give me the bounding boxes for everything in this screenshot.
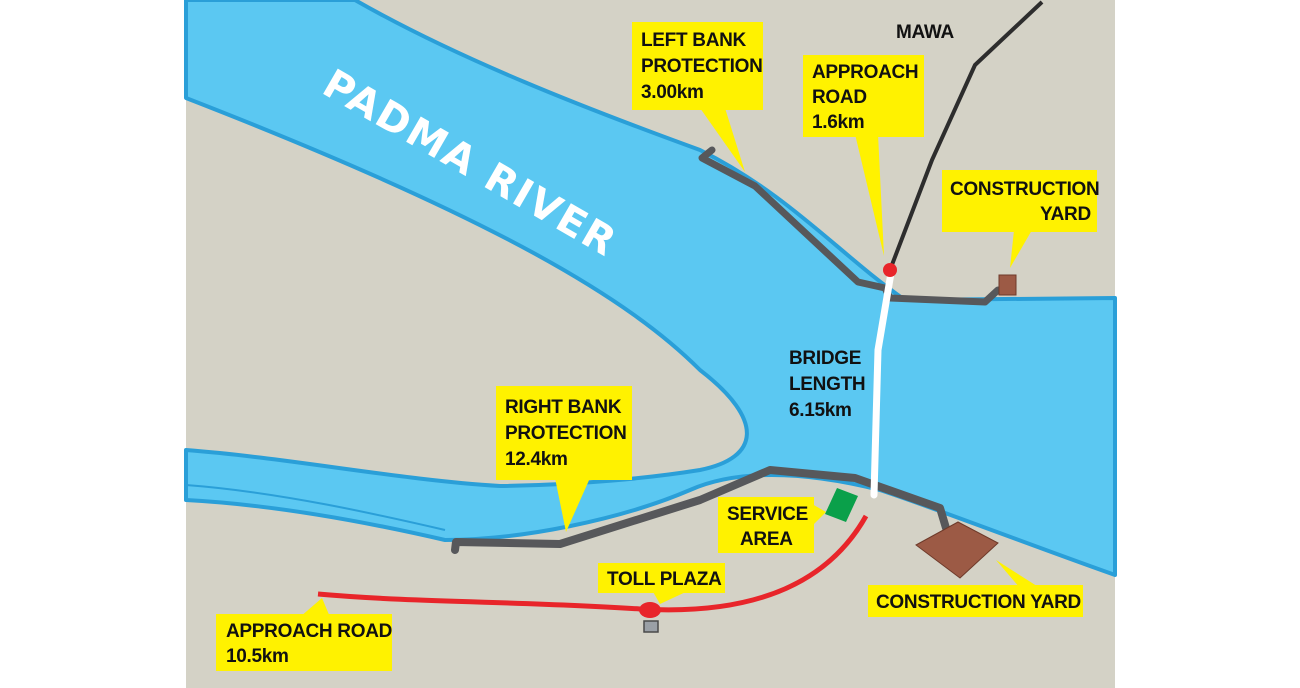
river-channel-highlight <box>185 484 446 531</box>
service-area-block <box>825 488 858 522</box>
callout-left-bank-protection: LEFT BANK PROTECTION 3.00km <box>632 22 763 172</box>
padma-river <box>184 0 1117 577</box>
svg-text:PROTECTION: PROTECTION <box>641 56 763 77</box>
svg-text:1.6km: 1.6km <box>812 112 864 133</box>
svg-text:APPROACH ROAD: APPROACH ROAD <box>226 621 392 642</box>
svg-text:6.15km: 6.15km <box>789 400 852 421</box>
mawa-road <box>888 0 1044 271</box>
callout-construction-yard-south: CONSTRUCTION YARD <box>868 560 1083 617</box>
svg-text:PROTECTION: PROTECTION <box>505 423 627 444</box>
toll-plaza-marker <box>639 602 661 618</box>
toll-plaza-building <box>643 620 659 633</box>
bridge <box>870 269 895 499</box>
svg-text:SERVICE: SERVICE <box>727 504 808 525</box>
callout-construction-yard-north: CONSTRUCTION YARD <box>942 170 1100 268</box>
svg-text:3.00km: 3.00km <box>641 82 704 103</box>
svg-text:12.4km: 12.4km <box>505 449 568 470</box>
construction-yard-south <box>915 521 999 579</box>
svg-text:TOLL PLAZA: TOLL PLAZA <box>607 569 722 590</box>
town-label-mawa: MAWA <box>896 22 954 43</box>
svg-text:10.5km: 10.5km <box>226 646 289 667</box>
callout-approach-road-north: APPROACH ROAD 1.6km <box>803 55 924 256</box>
svg-text:LEFT BANK: LEFT BANK <box>641 30 747 51</box>
callout-right-bank-protection: RIGHT BANK PROTECTION 12.4km <box>496 386 632 532</box>
svg-text:ROAD: ROAD <box>812 87 867 108</box>
svg-text:AREA: AREA <box>740 529 793 550</box>
callout-service-area: SERVICE AREA <box>718 497 826 553</box>
svg-text:CONSTRUCTION YARD: CONSTRUCTION YARD <box>876 592 1081 613</box>
svg-text:BRIDGE: BRIDGE <box>789 348 861 369</box>
callout-toll-plaza: TOLL PLAZA <box>598 563 725 604</box>
construction-yard-north <box>998 274 1017 296</box>
svg-text:YARD: YARD <box>1040 204 1091 225</box>
left-bank-protection <box>698 146 1002 306</box>
north-approach-end-marker <box>883 263 897 277</box>
svg-text:APPROACH: APPROACH <box>812 62 918 83</box>
bridge-label: BRIDGE LENGTH 6.15km <box>789 348 866 421</box>
svg-text:LENGTH: LENGTH <box>789 374 865 395</box>
right-bank-protection <box>451 466 950 554</box>
callout-approach-road-south: APPROACH ROAD 10.5km <box>216 598 392 671</box>
svg-text:RIGHT BANK: RIGHT BANK <box>505 397 622 418</box>
svg-text:CONSTRUCTION: CONSTRUCTION <box>950 179 1099 200</box>
